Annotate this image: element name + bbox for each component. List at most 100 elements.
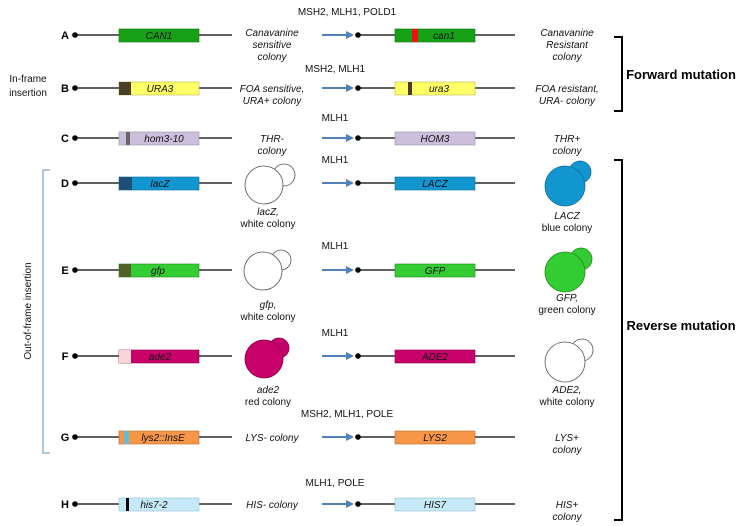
- phenotype-after-line2: Resistant: [546, 40, 589, 51]
- gene-box-before: [118, 430, 200, 445]
- gene-name-before: hom3-10: [144, 134, 184, 145]
- gene-box-after: [394, 176, 476, 191]
- phenotype-before-line2: white colony: [239, 312, 295, 323]
- row-d: D lacZ lacZ, white colony MLH1 LACZ LACZ…: [61, 155, 592, 234]
- repair-proteins: MLH1: [322, 328, 349, 339]
- phenotype-after-line2: white colony: [538, 397, 594, 408]
- gene-name-after: ADE2: [421, 352, 449, 363]
- gene-box-after: [394, 497, 476, 512]
- row-letter: C: [61, 133, 69, 145]
- repair-proteins: MLH1: [322, 241, 349, 252]
- phenotype-before-line1: gfp,: [260, 300, 277, 311]
- insertion-mark: [119, 264, 131, 277]
- phenotype-after-line2: colony: [553, 445, 583, 456]
- gene-name-after: LYS2: [423, 433, 447, 444]
- row-e: E gfp gfp, white colony MLH1 GFP GFP, gr…: [61, 241, 595, 323]
- insertion-mark: [119, 350, 131, 363]
- phenotype-after-line1: THR+: [554, 134, 581, 145]
- gene-box-before: [118, 497, 200, 512]
- phenotype-after-line2: blue colony: [542, 223, 593, 234]
- row-b: B URA3 FOA sensitive, URA+ colony MSH2, …: [61, 64, 599, 107]
- gene-name-before: lacZ: [151, 179, 171, 190]
- repair-proteins: MLH1, POLE: [306, 478, 365, 489]
- row-g: G lys2::InsE LYS- colony MSH2, MLH1, POL…: [61, 409, 583, 456]
- mutation-mark: [408, 82, 412, 95]
- row-a: A CAN1 Canavanine sensitive colony MSH2,…: [61, 7, 594, 63]
- phenotype-after-line2: green colony: [538, 305, 595, 316]
- phenotype-before-line1: FOA sensitive,: [240, 84, 305, 95]
- phenotype-before-line2: white colony: [239, 219, 295, 230]
- colony-large: [244, 165, 284, 205]
- gene-name-after: LACZ: [422, 179, 448, 190]
- phenotype-after-line1: ADE2,: [552, 385, 582, 396]
- out-of-frame-bracket: [42, 169, 50, 454]
- phenotype-before-line2: URA+ colony: [243, 96, 303, 107]
- gene-name-after: HIS7: [424, 500, 447, 511]
- row-letter: A: [61, 30, 69, 42]
- repair-proteins: MLH1: [322, 113, 349, 124]
- phenotype-before-line3: colony: [258, 52, 288, 63]
- forward-mutation-label: Forward mutation: [626, 67, 736, 82]
- gene-name-before: URA3: [147, 84, 174, 95]
- phenotype-after-line1: HIS+: [556, 500, 579, 511]
- insertion-mark: [126, 498, 129, 511]
- phenotype-after-line1: GFP,: [556, 293, 578, 304]
- insertion-mark: [119, 82, 131, 95]
- row-letter: B: [61, 83, 69, 95]
- repair-proteins: MSH2, MLH1: [305, 64, 365, 75]
- phenotype-after-line1: FOA resistant,: [535, 84, 599, 95]
- phenotype-after-line3: colony: [553, 52, 583, 63]
- phenotype-after-line1: LYS+: [555, 433, 579, 444]
- phenotype-before-line1: ade2: [257, 385, 280, 396]
- row-letter: G: [61, 432, 70, 444]
- colony-large: [244, 339, 284, 379]
- reverse-mutation-bracket: [614, 159, 623, 521]
- phenotype-before-line1: LYS- colony: [246, 433, 300, 444]
- gene-box-after: [394, 263, 476, 278]
- row-h: H his7-2 HIS- colony MLH1, POLE HIS7 HIS…: [61, 478, 582, 523]
- gene-name-before: gfp: [151, 266, 165, 277]
- row-letter: E: [61, 265, 68, 277]
- gene-box-before: [118, 28, 200, 43]
- row-letter: F: [62, 351, 69, 363]
- repair-proteins: MSH2, MLH1, POLD1: [298, 7, 397, 18]
- insertion-mark: [124, 431, 129, 444]
- gene-name-before: CAN1: [146, 31, 173, 42]
- phenotype-after-line2: colony: [553, 512, 583, 523]
- gene-box-after: [394, 430, 476, 445]
- gene-box-after: [394, 349, 476, 364]
- gene-name-after: can1: [433, 31, 455, 42]
- mutation-mark: [412, 29, 418, 42]
- gene-name-after: GFP: [425, 266, 446, 277]
- colony-large: [544, 251, 586, 293]
- gene-name-after: ura3: [429, 84, 449, 95]
- phenotype-before-line1: Canavanine: [245, 28, 299, 39]
- reverse-mutation-label: Reverse mutation: [626, 318, 735, 333]
- gene-box-after: [394, 81, 476, 96]
- gene-box-after: [394, 131, 476, 146]
- phenotype-after-line2: URA- colony: [539, 96, 596, 107]
- phenotype-after-line2: colony: [553, 146, 583, 157]
- row-letter: D: [61, 178, 69, 190]
- colony-large: [243, 251, 283, 291]
- gene-name-before: lys2::InsE: [141, 433, 185, 444]
- colony-large: [544, 341, 586, 383]
- phenotype-before-line1: lacZ,: [257, 207, 279, 218]
- in-frame-label-line1: In-frame: [9, 74, 47, 85]
- repair-proteins: MLH1: [322, 155, 349, 166]
- gene-name-before: his7-2: [140, 500, 168, 511]
- phenotype-before-line2: red colony: [245, 397, 291, 408]
- in-frame-label-line2: insertion: [9, 88, 47, 99]
- phenotype-before-line2: colony: [258, 146, 288, 157]
- row-c: C hom3-10 THR- colony MLH1 HOM3 THR+ col…: [61, 113, 582, 157]
- phenotype-after-line1: LACZ: [554, 211, 580, 222]
- gene-name-before: ade2: [149, 352, 172, 363]
- phenotype-before-line2: sensitive: [253, 40, 292, 51]
- in-frame-insertion-label: In-frame insertion: [9, 74, 47, 99]
- gene-name-after: HOM3: [421, 134, 450, 145]
- row-f: F ade2 ade2 red colony MLH1 ADE2 ADE2, w…: [62, 328, 595, 408]
- forward-mutation-bracket: [614, 36, 623, 112]
- out-of-frame-label: Out-of-frame insertion: [23, 262, 34, 359]
- phenotype-before-line1: THR-: [260, 134, 285, 145]
- row-letter: H: [61, 499, 69, 511]
